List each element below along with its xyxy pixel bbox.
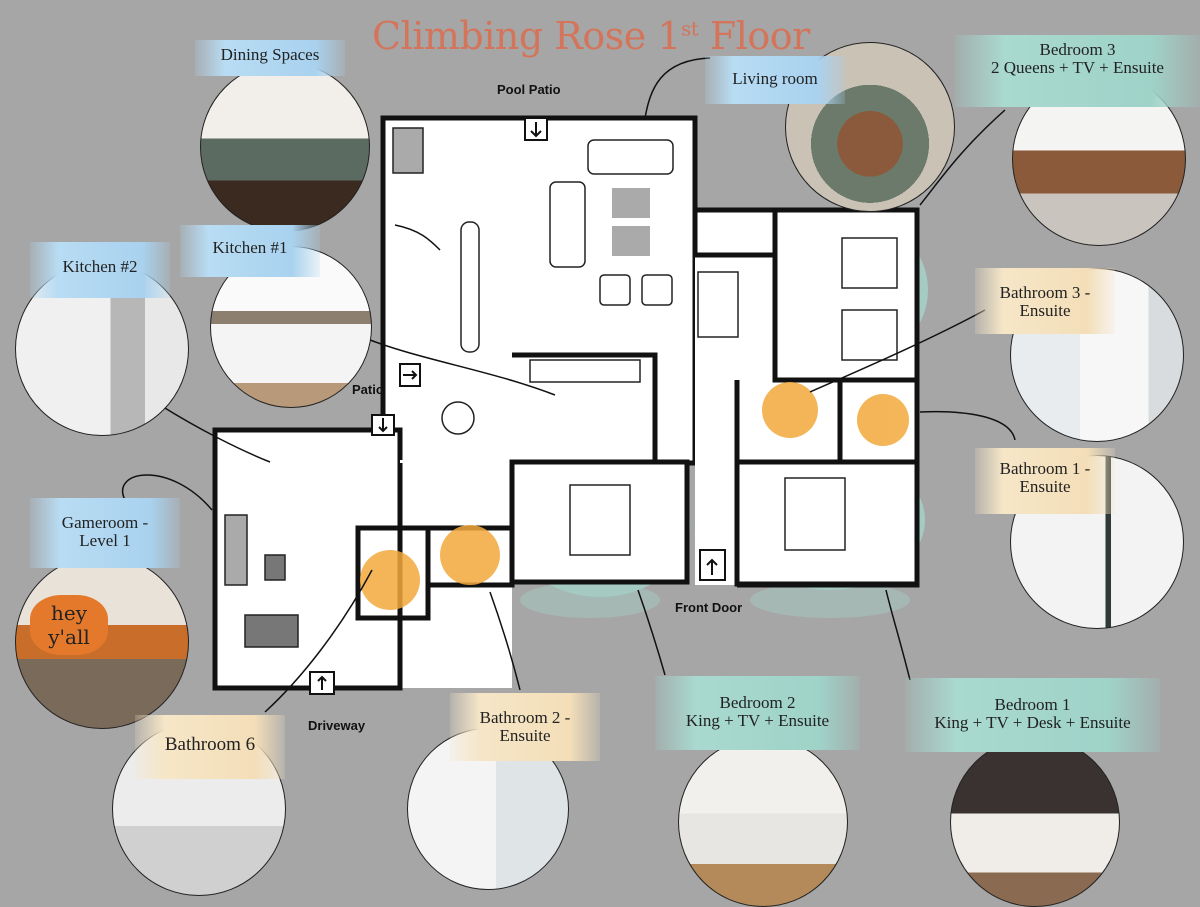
sign-text: hey y'all bbox=[30, 595, 108, 655]
bedroom2-title: Bedroom 2 bbox=[719, 693, 796, 712]
bedroom3-detail: 2 Queens + TV + Ensuite bbox=[991, 57, 1164, 77]
bathroom2-detail: Ensuite bbox=[499, 725, 551, 745]
entrance-arrows bbox=[309, 117, 726, 695]
gameroom-label: Gameroom - Level 1 bbox=[30, 498, 180, 568]
bedroom2-detail: King + TV + Ensuite bbox=[685, 710, 830, 730]
dining-photo bbox=[200, 62, 370, 232]
pool-patio-label: Pool Patio bbox=[497, 82, 561, 97]
bath-highlights bbox=[360, 382, 909, 610]
page-title: Climbing Rose 1st Floor bbox=[372, 14, 810, 58]
front-door-label: Front Door bbox=[675, 600, 743, 615]
bedroom1-photo bbox=[950, 737, 1120, 907]
bathroom3-title: Bathroom 3 - bbox=[999, 283, 1091, 302]
bathroom2-label: Bathroom 2 - Ensuite bbox=[450, 693, 600, 761]
furniture bbox=[224, 127, 898, 648]
bathroom1-label: Bathroom 1 - Ensuite bbox=[975, 448, 1115, 514]
bathroom1-detail: Ensuite bbox=[1019, 476, 1071, 496]
bedroom1-title: Bedroom 1 bbox=[994, 695, 1071, 714]
kitchen1-label: Kitchen #1 bbox=[180, 225, 320, 277]
connector-arrows bbox=[122, 57, 1016, 713]
bedroom2-photo bbox=[678, 737, 848, 907]
bathroom6-label: Bathroom 6 bbox=[135, 715, 285, 779]
kitchen2-label: Kitchen #2 bbox=[30, 242, 170, 298]
bedroom3-label: Bedroom 3 2 Queens + TV + Ensuite bbox=[955, 35, 1200, 107]
bedroom2-label: Bedroom 2 King + TV + Ensuite bbox=[655, 676, 860, 750]
dining-label: Dining Spaces bbox=[195, 40, 345, 76]
patio-label: Patio bbox=[352, 382, 384, 397]
walls bbox=[215, 207, 920, 691]
bathroom1-title: Bathroom 1 - bbox=[999, 459, 1091, 478]
bathroom3-detail: Ensuite bbox=[1019, 300, 1071, 320]
bedroom1-detail: King + TV + Desk + Ensuite bbox=[934, 712, 1131, 732]
bathroom2-title: Bathroom 2 - bbox=[479, 708, 571, 727]
gameroom-title: Gameroom - bbox=[61, 513, 149, 532]
driveway-label: Driveway bbox=[308, 718, 366, 733]
bedroom3-title: Bedroom 3 bbox=[1039, 40, 1116, 59]
bedroom1-label: Bedroom 1 King + TV + Desk + Ensuite bbox=[905, 678, 1160, 752]
living-label: Living room bbox=[705, 56, 845, 104]
bathroom3-label: Bathroom 3 - Ensuite bbox=[975, 268, 1115, 334]
gameroom-detail: Level 1 bbox=[79, 530, 131, 550]
